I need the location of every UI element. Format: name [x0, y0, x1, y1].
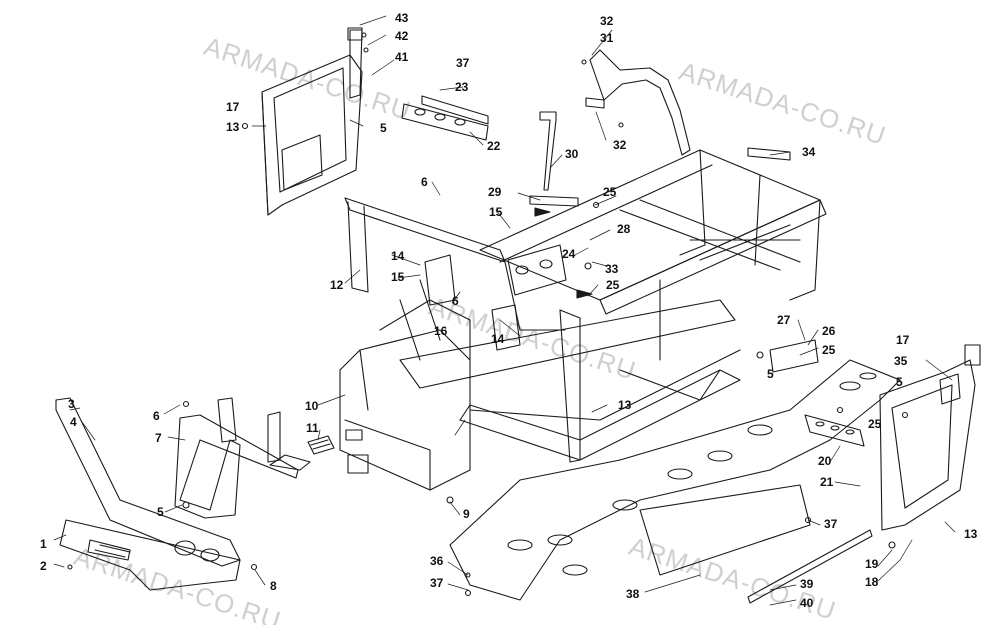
callout-25: 25	[822, 343, 836, 357]
callout-9: 9	[463, 507, 470, 521]
callout-14: 14	[491, 332, 505, 346]
callout-32: 32	[613, 138, 627, 152]
callout-11: 11	[306, 421, 319, 435]
callout-25: 25	[603, 185, 617, 199]
callout-6: 6	[153, 409, 160, 423]
callout-10: 10	[305, 399, 319, 413]
main-chassis	[339, 149, 827, 491]
callout-7: 7	[155, 431, 162, 445]
callout-25: 25	[868, 417, 882, 431]
callout-19: 19	[865, 557, 879, 571]
callout-5: 5	[380, 121, 387, 135]
callout-31: 31	[600, 31, 614, 45]
callout-41: 41	[395, 50, 409, 64]
callout-1: 1	[40, 537, 47, 551]
callout-43: 43	[395, 11, 409, 25]
front-bumper	[55, 397, 241, 591]
stiffener-bar	[401, 95, 489, 141]
callout-42: 42	[395, 29, 409, 43]
callout-39: 39	[800, 577, 814, 591]
callout-14: 14	[391, 249, 405, 263]
mount-plate	[769, 339, 819, 373]
skid-plate	[449, 359, 901, 604]
callout-27: 27	[777, 313, 791, 327]
callout-21: 21	[820, 475, 834, 489]
callout-18: 18	[865, 575, 879, 589]
callout-20: 20	[818, 454, 832, 468]
callout-26: 26	[822, 324, 836, 338]
callout-3: 3	[68, 397, 75, 411]
reinforcement-plate	[804, 414, 865, 447]
callout-40: 40	[800, 596, 814, 610]
leader-lines	[53, 15, 956, 606]
callout-34: 34	[802, 145, 816, 159]
callout-33: 33	[605, 262, 619, 276]
vent-plate	[307, 435, 335, 455]
callout-28: 28	[617, 222, 631, 236]
callout-37: 37	[430, 576, 444, 590]
callout-16: 16	[434, 324, 448, 338]
callout-2: 2	[40, 559, 47, 573]
callout-22: 22	[487, 139, 501, 153]
right-side-panel	[879, 344, 981, 531]
left-side-panel	[261, 27, 363, 216]
callout-13: 13	[964, 527, 978, 541]
callout-32: 32	[600, 14, 614, 28]
callout-15: 15	[391, 270, 405, 284]
callout-23: 23	[455, 80, 469, 94]
callout-37: 37	[824, 517, 838, 531]
callout-25: 25	[606, 278, 620, 292]
callout-13: 13	[226, 120, 240, 134]
callout-37: 37	[456, 56, 470, 70]
callout-12: 12	[330, 278, 344, 292]
bumper-bracket	[174, 397, 311, 519]
callout-17: 17	[896, 333, 910, 347]
callout-5: 5	[157, 505, 164, 519]
callout-13: 13	[618, 398, 632, 412]
callout-6: 6	[421, 175, 428, 189]
callout-8: 8	[270, 579, 277, 593]
callout-38: 38	[626, 587, 640, 601]
bolts	[67, 32, 909, 597]
callout-35: 35	[894, 354, 908, 368]
callout-17: 17	[226, 100, 240, 114]
decal	[747, 147, 791, 161]
callout-5: 5	[767, 367, 774, 381]
callout-29: 29	[488, 185, 502, 199]
callout-24: 24	[562, 247, 576, 261]
callout-5: 5	[896, 375, 903, 389]
callout-30: 30	[565, 147, 579, 161]
callout-6: 6	[452, 294, 459, 308]
rops-bar	[585, 49, 691, 156]
callout-15: 15	[489, 205, 503, 219]
callout-4: 4	[70, 415, 77, 429]
callout-36: 36	[430, 554, 444, 568]
